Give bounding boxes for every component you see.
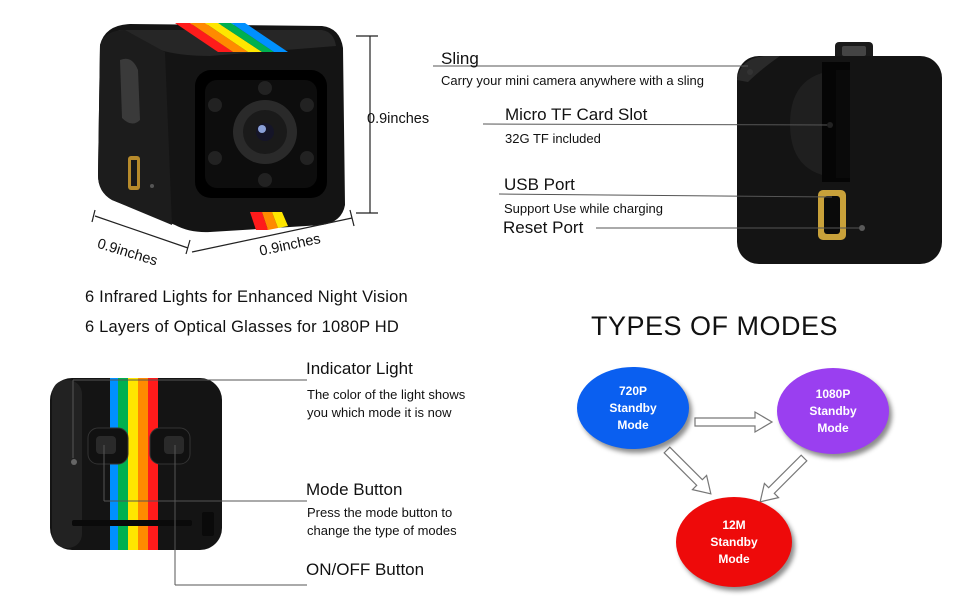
feature-optical-glasses: 6 Layers of Optical Glasses for 1080P HD <box>85 318 400 336</box>
mode-button-description-1: Press the mode button to <box>307 505 453 520</box>
feature-infrared: 6 Infrared Lights for Enhanced Night Vis… <box>85 288 408 306</box>
on-off-button-title: ON/OFF Button <box>306 560 425 579</box>
tf-slot-title: Micro TF Card Slot <box>505 105 648 124</box>
indicator-light-title: Indicator Light <box>306 359 413 378</box>
mode-12m-line2: Standby <box>710 534 758 549</box>
mode-1080p-line2: Standby <box>809 403 857 418</box>
modes-title: TYPES OF MODES <box>591 311 839 341</box>
usb-port-title: USB Port <box>504 175 575 194</box>
sling-title: Sling <box>441 49 479 68</box>
height-dimension-label: 0.9inches <box>367 111 430 127</box>
usb-port-description: Support Use while charging <box>504 201 663 216</box>
mode-1080p-line1: 1080P <box>815 386 851 401</box>
mode-720p-line3: Mode <box>617 417 649 432</box>
tf-slot-description: 32G TF included <box>505 131 601 146</box>
reset-port-title: Reset Port <box>503 218 584 237</box>
mode-1080p-line3: Mode <box>817 420 849 435</box>
mode-1080p-bubble: 1080P Standby Mode <box>777 368 889 454</box>
sling-description: Carry your mini camera anywhere with a s… <box>441 73 704 88</box>
mode-720p-bubble: 720P Standby Mode <box>577 367 689 449</box>
indicator-light-description-1: The color of the light shows <box>307 387 466 402</box>
mode-720p-line1: 720P <box>618 383 648 398</box>
mode-12m-line3: Mode <box>718 551 750 566</box>
mode-button-title: Mode Button <box>306 480 403 499</box>
indicator-light-description-2: you which mode it is now <box>307 405 452 420</box>
mode-button-description-2: change the type of modes <box>307 523 457 538</box>
mode-12m-bubble: 12M Standby Mode <box>676 497 792 587</box>
mode-12m-line1: 12M <box>722 517 746 532</box>
mode-720p-line2: Standby <box>609 400 657 415</box>
